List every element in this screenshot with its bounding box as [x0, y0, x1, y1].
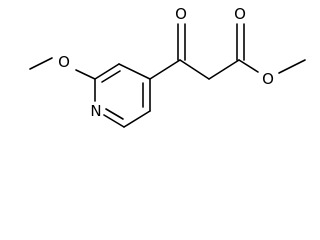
atom-label-methoxy-o: O — [58, 53, 70, 71]
molecule-structure: N O O O O — [29, 5, 306, 128]
bond-c2-omethoxy — [75, 69, 96, 80]
bond-c5-c6 — [123, 110, 151, 128]
bond-c2-c3 — [94, 63, 120, 80]
bond-c2-c3-inner — [101, 70, 121, 83]
bond-c4-ccarbonyl — [149, 59, 181, 80]
bond-cester-oester — [238, 59, 259, 73]
atom-label-ester-o: O — [262, 70, 274, 88]
bond-c3-c4 — [118, 63, 151, 80]
bond-c6-n — [103, 114, 125, 128]
atom-label-pyridine-n: N — [90, 102, 101, 120]
structure-canvas: N O O O O — [29, 5, 306, 128]
atom-label-ketone-o: O — [175, 5, 187, 23]
bond-ccarbonyl-ch2 — [179, 59, 210, 80]
atom-label-ester-carbonyl-o: O — [234, 5, 246, 23]
bond-oester-ch3 — [278, 59, 306, 74]
bond-omethoxy-ch3 — [29, 57, 53, 70]
bond-ch2-cester — [208, 59, 240, 80]
bond-c6-n-inner — [105, 108, 124, 120]
